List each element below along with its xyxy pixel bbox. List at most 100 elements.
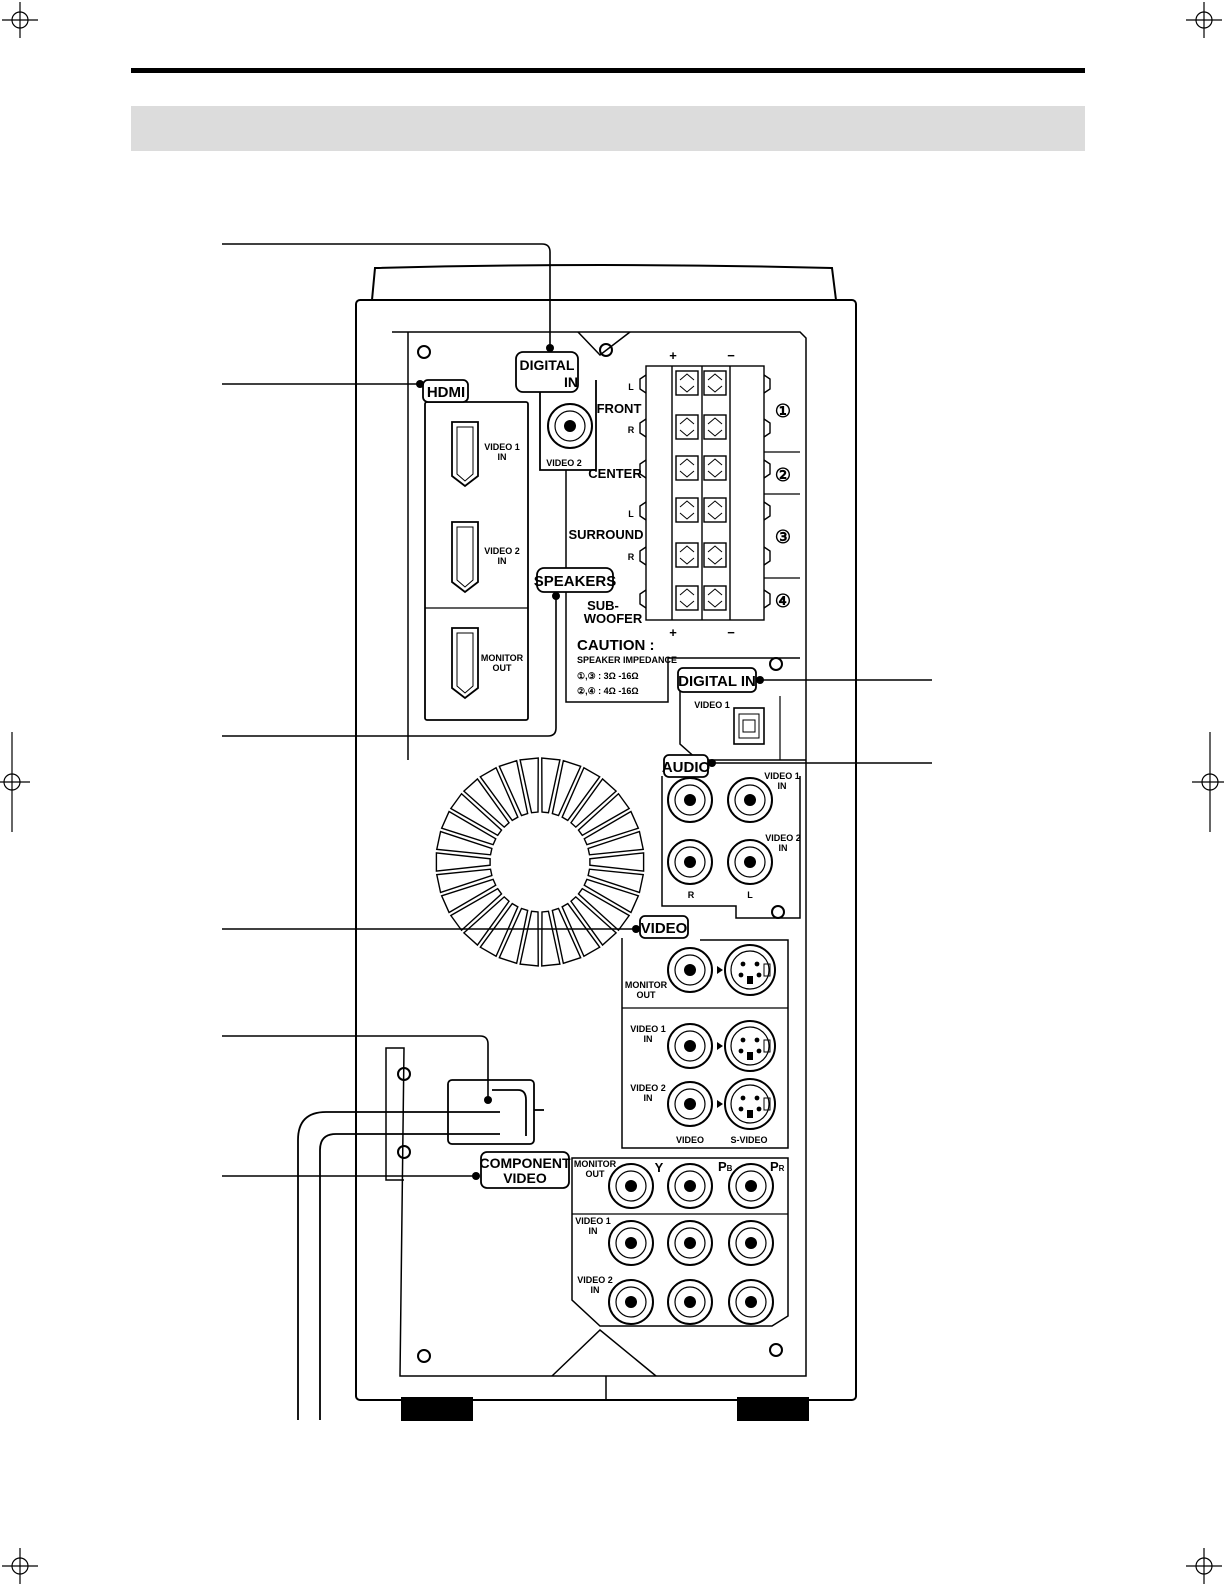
component-jack-monitor-out-pr[interactable] (728, 1163, 774, 1209)
speaker-terminal[interactable] (703, 497, 727, 523)
component-tag-2: VIDEO (503, 1170, 547, 1186)
hdmi-port-monitor-out[interactable] (451, 627, 479, 700)
component-jack-video2-in-y[interactable] (608, 1279, 654, 1325)
video-monitor-label: MONITOR (625, 980, 668, 990)
fan-slot (561, 902, 601, 958)
speaker-terminal[interactable] (703, 370, 727, 396)
digital-in-top-tag-2: IN (564, 374, 578, 390)
y-label: Y (655, 1160, 664, 1175)
audio-video2-label-in: IN (779, 843, 788, 853)
audio-r-label: R (688, 890, 695, 900)
surround-l-label: L (628, 509, 634, 519)
component-video1-label-in: IN (589, 1226, 598, 1236)
hdmi-port-video2-label: VIDEO 2 (484, 546, 520, 556)
fan-slot (561, 766, 601, 822)
component-jack-video1-in-pb[interactable] (667, 1220, 713, 1266)
hdmi-port-monitor-label: MONITOR (481, 653, 524, 663)
coaxial-jack[interactable] (547, 403, 593, 449)
fan-slot (462, 777, 510, 829)
speaker-terminal[interactable] (703, 455, 727, 481)
fan-slot (449, 887, 503, 932)
hdmi-port-video2[interactable] (451, 521, 479, 594)
terminal-plus-bottom: + (669, 625, 677, 640)
fan-slot (587, 868, 645, 894)
fan-slot (435, 868, 493, 894)
arrow-icon (717, 1042, 723, 1050)
callout-dots (416, 344, 764, 1180)
fan-slot (583, 810, 640, 846)
audio-video1-label-in: IN (778, 781, 787, 791)
component-jack-video2-in-pb[interactable] (667, 1279, 713, 1325)
optical-jack[interactable] (733, 707, 765, 745)
digital-in-mid-tag: DIGITAL IN (678, 673, 756, 690)
video-video1-label: VIDEO 1 (630, 1024, 666, 1034)
component-jack-video2-in-pr[interactable] (728, 1279, 774, 1325)
component-monitor-label: MONITOR (574, 1159, 617, 1169)
pr-label: PR (770, 1159, 785, 1174)
video-monitor-label-out: OUT (637, 990, 657, 1000)
fan-slot (440, 878, 497, 914)
fan-slot (551, 759, 582, 817)
composite-jack-video2-in[interactable] (667, 1081, 713, 1127)
component-monitor-label-out: OUT (586, 1169, 606, 1179)
fan-slot (498, 759, 529, 817)
group-number-2: ② (775, 465, 791, 485)
audio-jack-video1-l[interactable] (727, 777, 773, 823)
callout-lines (222, 243, 932, 1177)
audio-jack-video2-r[interactable] (667, 839, 713, 885)
fan-grille (435, 757, 645, 967)
speaker-terminal[interactable] (675, 455, 699, 481)
hdmi-port-video1[interactable] (451, 421, 479, 488)
svideo-jack-video2-in[interactable] (724, 1078, 776, 1130)
audio-jack-video2-l[interactable] (727, 839, 773, 885)
digital-in-top-tag-1: DIGITAL (520, 357, 575, 373)
caution-title: CAUTION : (577, 637, 655, 654)
component-jack-video1-in-y[interactable] (608, 1220, 654, 1266)
front-r-label: R (628, 425, 635, 435)
fan-slot (462, 895, 510, 947)
group-number-1: ① (775, 401, 791, 421)
surround-label: SURROUND (568, 527, 643, 542)
surround-r-label: R (628, 552, 635, 562)
video-video2-label-in: IN (644, 1093, 653, 1103)
cabinet (355, 264, 857, 1421)
speaker-terminal[interactable] (675, 542, 699, 568)
speaker-terminal[interactable] (703, 542, 727, 568)
audio-jack-video1-r[interactable] (667, 777, 713, 823)
video-section: VIDEO MONITOR OUT VIDEO 1 IN VIDEO 2 IN … (621, 915, 789, 1149)
fan-slot (577, 792, 631, 837)
speaker-terminal[interactable] (703, 585, 727, 611)
power-cord (297, 1079, 544, 1420)
svideo-jack-video1-in[interactable] (724, 1020, 776, 1072)
arrow-icon (717, 966, 723, 974)
audio-video1-label: VIDEO 1 (764, 771, 800, 781)
header-rule (131, 68, 1085, 73)
speaker-terminal-strip (639, 365, 771, 621)
speaker-terminal[interactable] (675, 370, 699, 396)
fan-slot (479, 766, 519, 822)
hdmi-port-monitor-label-out: OUT (493, 663, 513, 673)
hdmi-port-video1-label-in: IN (498, 452, 507, 462)
speakers-section: SPEAKERS + − + − L FRONT R CENTER L SURR… (534, 348, 800, 703)
component-video2-label: VIDEO 2 (577, 1275, 613, 1285)
component-jack-monitor-out-y[interactable] (608, 1163, 654, 1209)
composite-jack-video1-in[interactable] (667, 1023, 713, 1069)
caution-subtitle: SPEAKER IMPEDANCE (577, 655, 677, 665)
component-jack-monitor-out-pb[interactable] (667, 1163, 713, 1209)
digital-in-coaxial: DIGITAL IN VIDEO 2 (515, 351, 597, 471)
svideo-jack-monitor-out[interactable] (724, 944, 776, 996)
center-label: CENTER (588, 466, 642, 481)
speaker-terminal[interactable] (675, 414, 699, 440)
video-tag: VIDEO (641, 920, 688, 937)
subwoofer-label-1: SUB- (587, 598, 619, 613)
fan-slot (577, 887, 631, 932)
speaker-terminal[interactable] (675, 585, 699, 611)
optical-label: VIDEO 1 (694, 700, 730, 710)
front-l-label: L (628, 382, 634, 392)
fan-slot (519, 910, 539, 967)
speaker-terminal[interactable] (703, 414, 727, 440)
component-jack-video1-in-pr[interactable] (728, 1220, 774, 1266)
composite-jack-monitor-out[interactable] (667, 947, 713, 993)
speaker-terminal[interactable] (675, 497, 699, 523)
